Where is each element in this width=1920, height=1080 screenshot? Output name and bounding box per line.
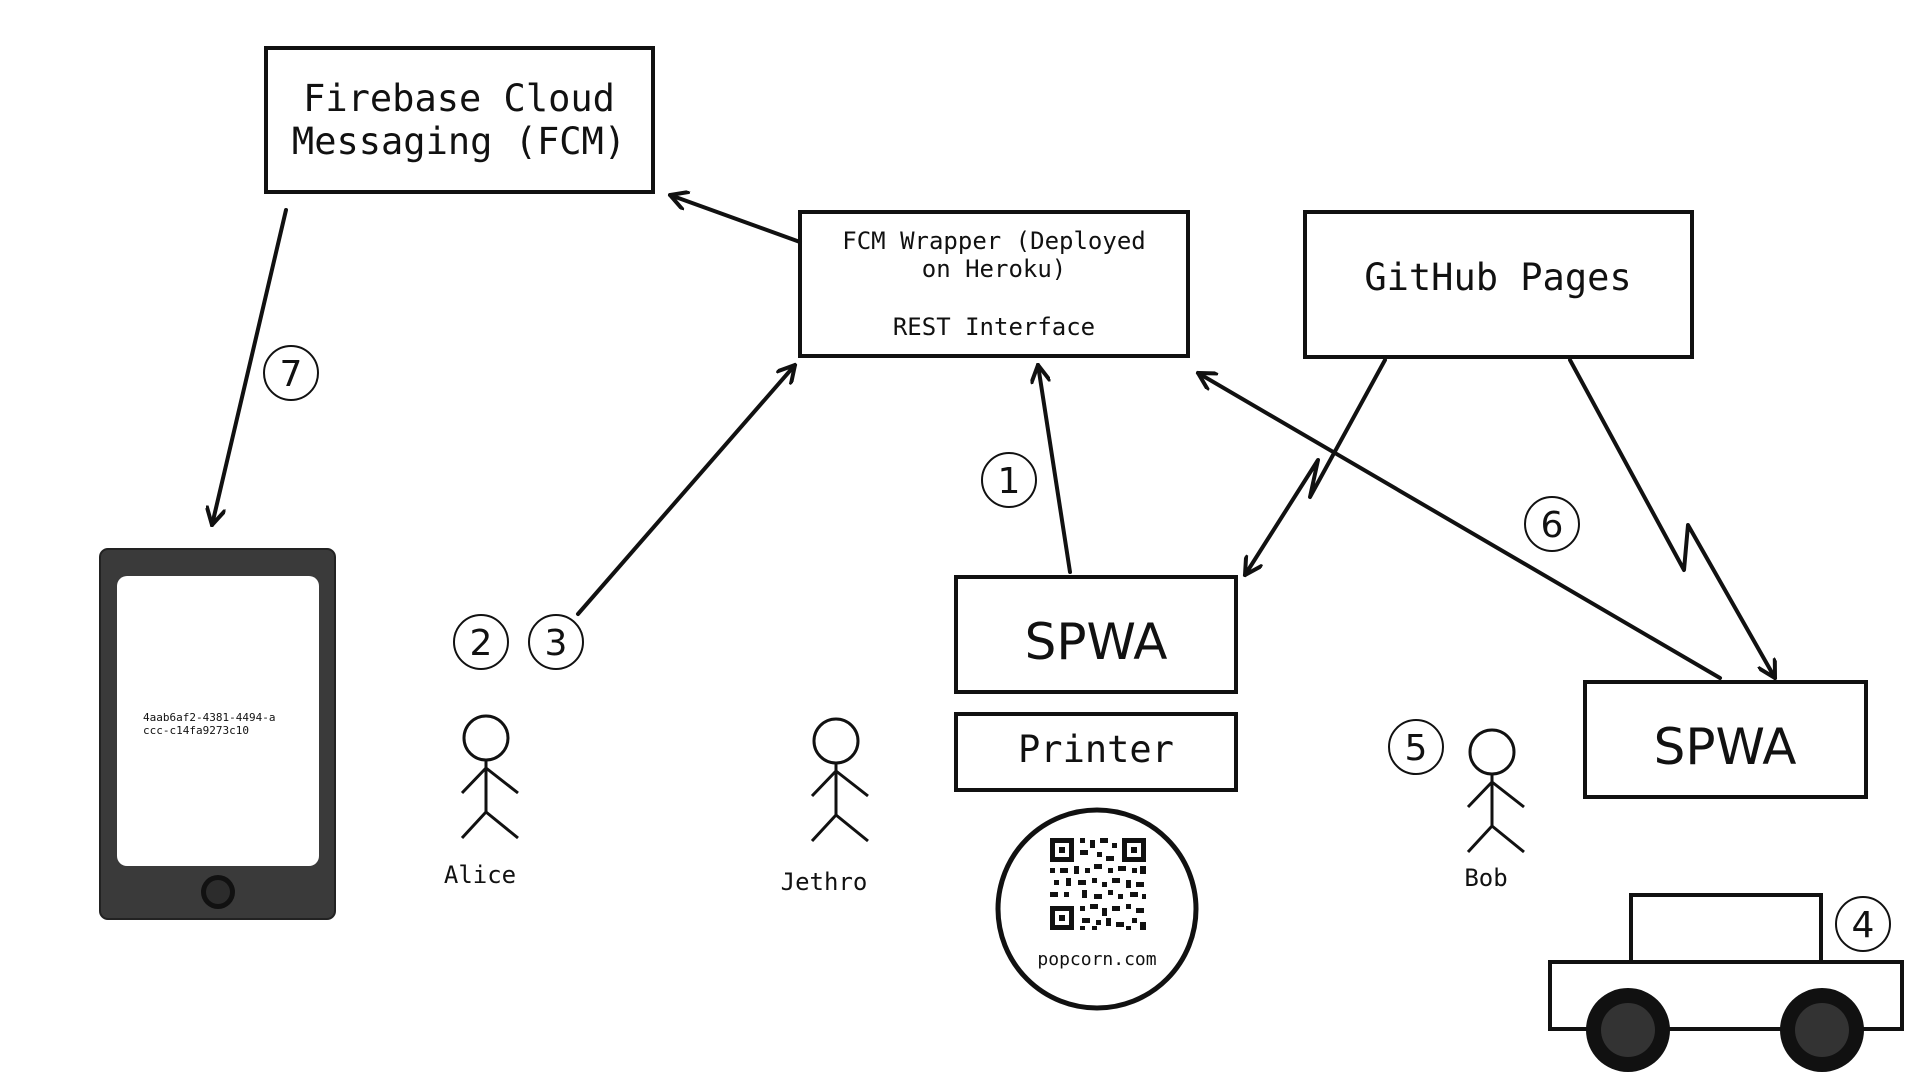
phone-token-line1: 4aab6af2-4381-4494-a: [143, 711, 275, 724]
arrow-fcm-to-phone: [212, 208, 288, 525]
wrapper-label-line3: REST Interface: [893, 313, 1095, 341]
qr-sticker: popcorn.com: [995, 807, 1199, 1011]
spwa-printer-label: SPWA: [1025, 613, 1168, 671]
step-badge-6: 6: [1524, 496, 1580, 552]
svg-text:4: 4: [1852, 905, 1875, 946]
step-badge-2: 2: [453, 614, 509, 670]
arrow-spwa-to-wrapper: [1038, 365, 1072, 574]
fcm-label-line2: Messaging (FCM): [292, 120, 626, 163]
svg-text:3: 3: [545, 623, 568, 664]
wrapper-label-line2: on Heroku): [922, 255, 1067, 283]
svg-text:5: 5: [1405, 728, 1428, 769]
person-icon: [1468, 728, 1516, 776]
step-badge-1: 1: [981, 452, 1037, 508]
actor-bob-label: Bob: [1464, 864, 1507, 892]
svg-text:1: 1: [998, 461, 1021, 502]
github-pages-label: GitHub Pages: [1364, 256, 1631, 299]
actor-jethro: [810, 717, 869, 843]
actor-alice: [460, 714, 519, 840]
car-icon: [1548, 893, 1904, 1072]
arrow-alice-to-wrapper: [576, 365, 795, 616]
step-badge-4: 4: [1835, 896, 1891, 952]
fcm-label-line1: Firebase Cloud: [303, 77, 615, 120]
phone-token-line2: ccc-c14fa9273c10: [143, 724, 249, 737]
svg-text:7: 7: [280, 354, 303, 395]
fcm-wrapper-node: FCM Wrapper (Deployed on Heroku) REST In…: [798, 210, 1190, 358]
actor-bob: [1466, 728, 1525, 854]
spwa-car-label: SPWA: [1654, 718, 1797, 776]
fcm-node: Firebase Cloud Messaging (FCM): [264, 46, 655, 194]
phone-device: 4aab6af2-4381-4494-a ccc-c14fa9273c10: [99, 548, 336, 920]
qr-code-icon: [1050, 838, 1146, 930]
actor-alice-label: Alice: [444, 861, 516, 889]
printer-label: Printer: [1018, 728, 1174, 771]
step-badge-3: 3: [528, 614, 584, 670]
step-badge-7: 7: [263, 345, 319, 401]
arrow-github-to-spwa-car: [1568, 358, 1775, 678]
arrow-github-to-spwa-printer: [1245, 358, 1387, 575]
svg-text:2: 2: [470, 623, 493, 664]
spwa-car-node: SPWA: [1583, 680, 1868, 799]
actor-jethro-label: Jethro: [781, 868, 868, 896]
arrow-wrapper-to-fcm: [670, 195, 802, 244]
printer-node: Printer: [954, 712, 1238, 792]
qr-label: popcorn.com: [1037, 949, 1156, 970]
spwa-printer-node: SPWA: [954, 575, 1238, 694]
arrow-car-spwa-to-wrapper: [1198, 373, 1722, 680]
person-icon: [462, 714, 510, 762]
github-pages-node: GitHub Pages: [1303, 210, 1694, 359]
person-icon: [812, 717, 860, 765]
step-badge-5: 5: [1388, 719, 1444, 775]
wrapper-label-line1: FCM Wrapper (Deployed: [842, 227, 1145, 255]
svg-text:6: 6: [1541, 505, 1564, 546]
